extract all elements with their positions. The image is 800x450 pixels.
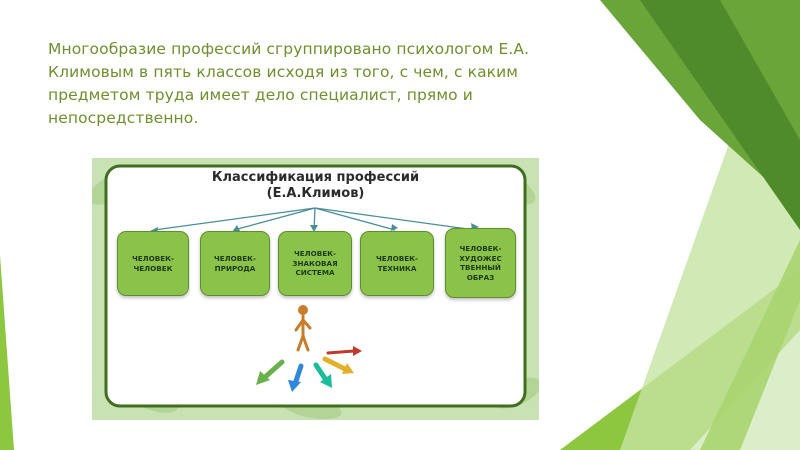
figure-title: Классификация профессий: [211, 170, 420, 185]
slide-body-text: Многообразие профессий сгруппировано пси…: [48, 40, 530, 127]
class-box-5: ЧЕЛОВЕК- ХУДОЖЕС ТВЕННЫЙ ОБРАЗ: [445, 228, 516, 298]
class-box-1: ЧЕЛОВЕК- ЧЕЛОВЕК: [117, 231, 189, 296]
stick-figure-icon: [294, 305, 312, 352]
branch-line-2: [233, 207, 316, 231]
arrow-icon: [292, 363, 304, 387]
left-green-band: [0, 255, 14, 450]
arrow-icon: [322, 356, 348, 372]
branch-line-5: [314, 207, 476, 231]
arrowhead-2: [232, 225, 240, 232]
right-shape-mid: [640, 0, 800, 230]
class-box-3: ЧЕЛОВЕК- ЗНАКОВАЯ СИСТЕМА: [278, 231, 352, 296]
arrow-icon: [288, 380, 301, 392]
branch-line-1: [153, 207, 316, 231]
direction-arrows: [256, 346, 362, 392]
arrow-icon: [313, 362, 329, 383]
arrow-icon: [261, 359, 285, 381]
arrow-icon: [326, 349, 356, 355]
classification-figure: Классификация профессий (Е.А.Климов) ЧЕЛ…: [92, 158, 539, 420]
arrow-icon: [320, 374, 332, 388]
arrow-icon: [256, 371, 270, 385]
class-box-2: ЧЕЛОВЕК- ПРИРОДА: [200, 231, 270, 296]
arrowhead-4: [391, 224, 398, 231]
right-shape-strip: [700, 240, 800, 450]
arrowhead-3: [310, 225, 318, 232]
arrow-icon: [342, 363, 354, 374]
arrow-icon: [353, 346, 362, 356]
figure-subtitle: (Е.А.Климов): [266, 186, 365, 201]
branch-line-4: [314, 207, 396, 231]
class-box-4: ЧЕЛОВЕК- ТЕХНИКА: [360, 231, 434, 296]
